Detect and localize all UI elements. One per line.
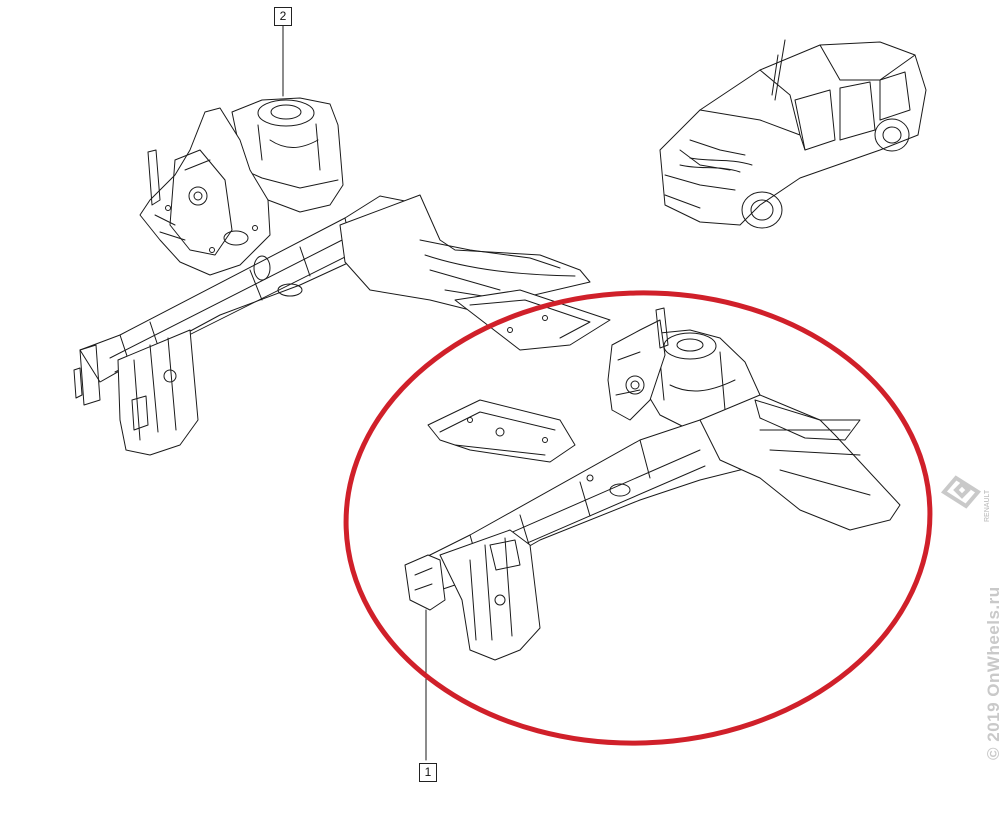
callout-1: 1 [419, 763, 437, 782]
car-locator-illustration [659, 39, 927, 229]
highlight-ellipse [343, 290, 933, 746]
part-2-side-member [73, 25, 611, 456]
renault-logo-icon [940, 475, 982, 509]
callout-2: 2 [274, 7, 292, 26]
copyright-watermark: © 2019 OnWheels.ru [984, 586, 1000, 760]
renault-brand-text: RENAULT [984, 489, 991, 522]
part-1-side-member [404, 307, 901, 761]
